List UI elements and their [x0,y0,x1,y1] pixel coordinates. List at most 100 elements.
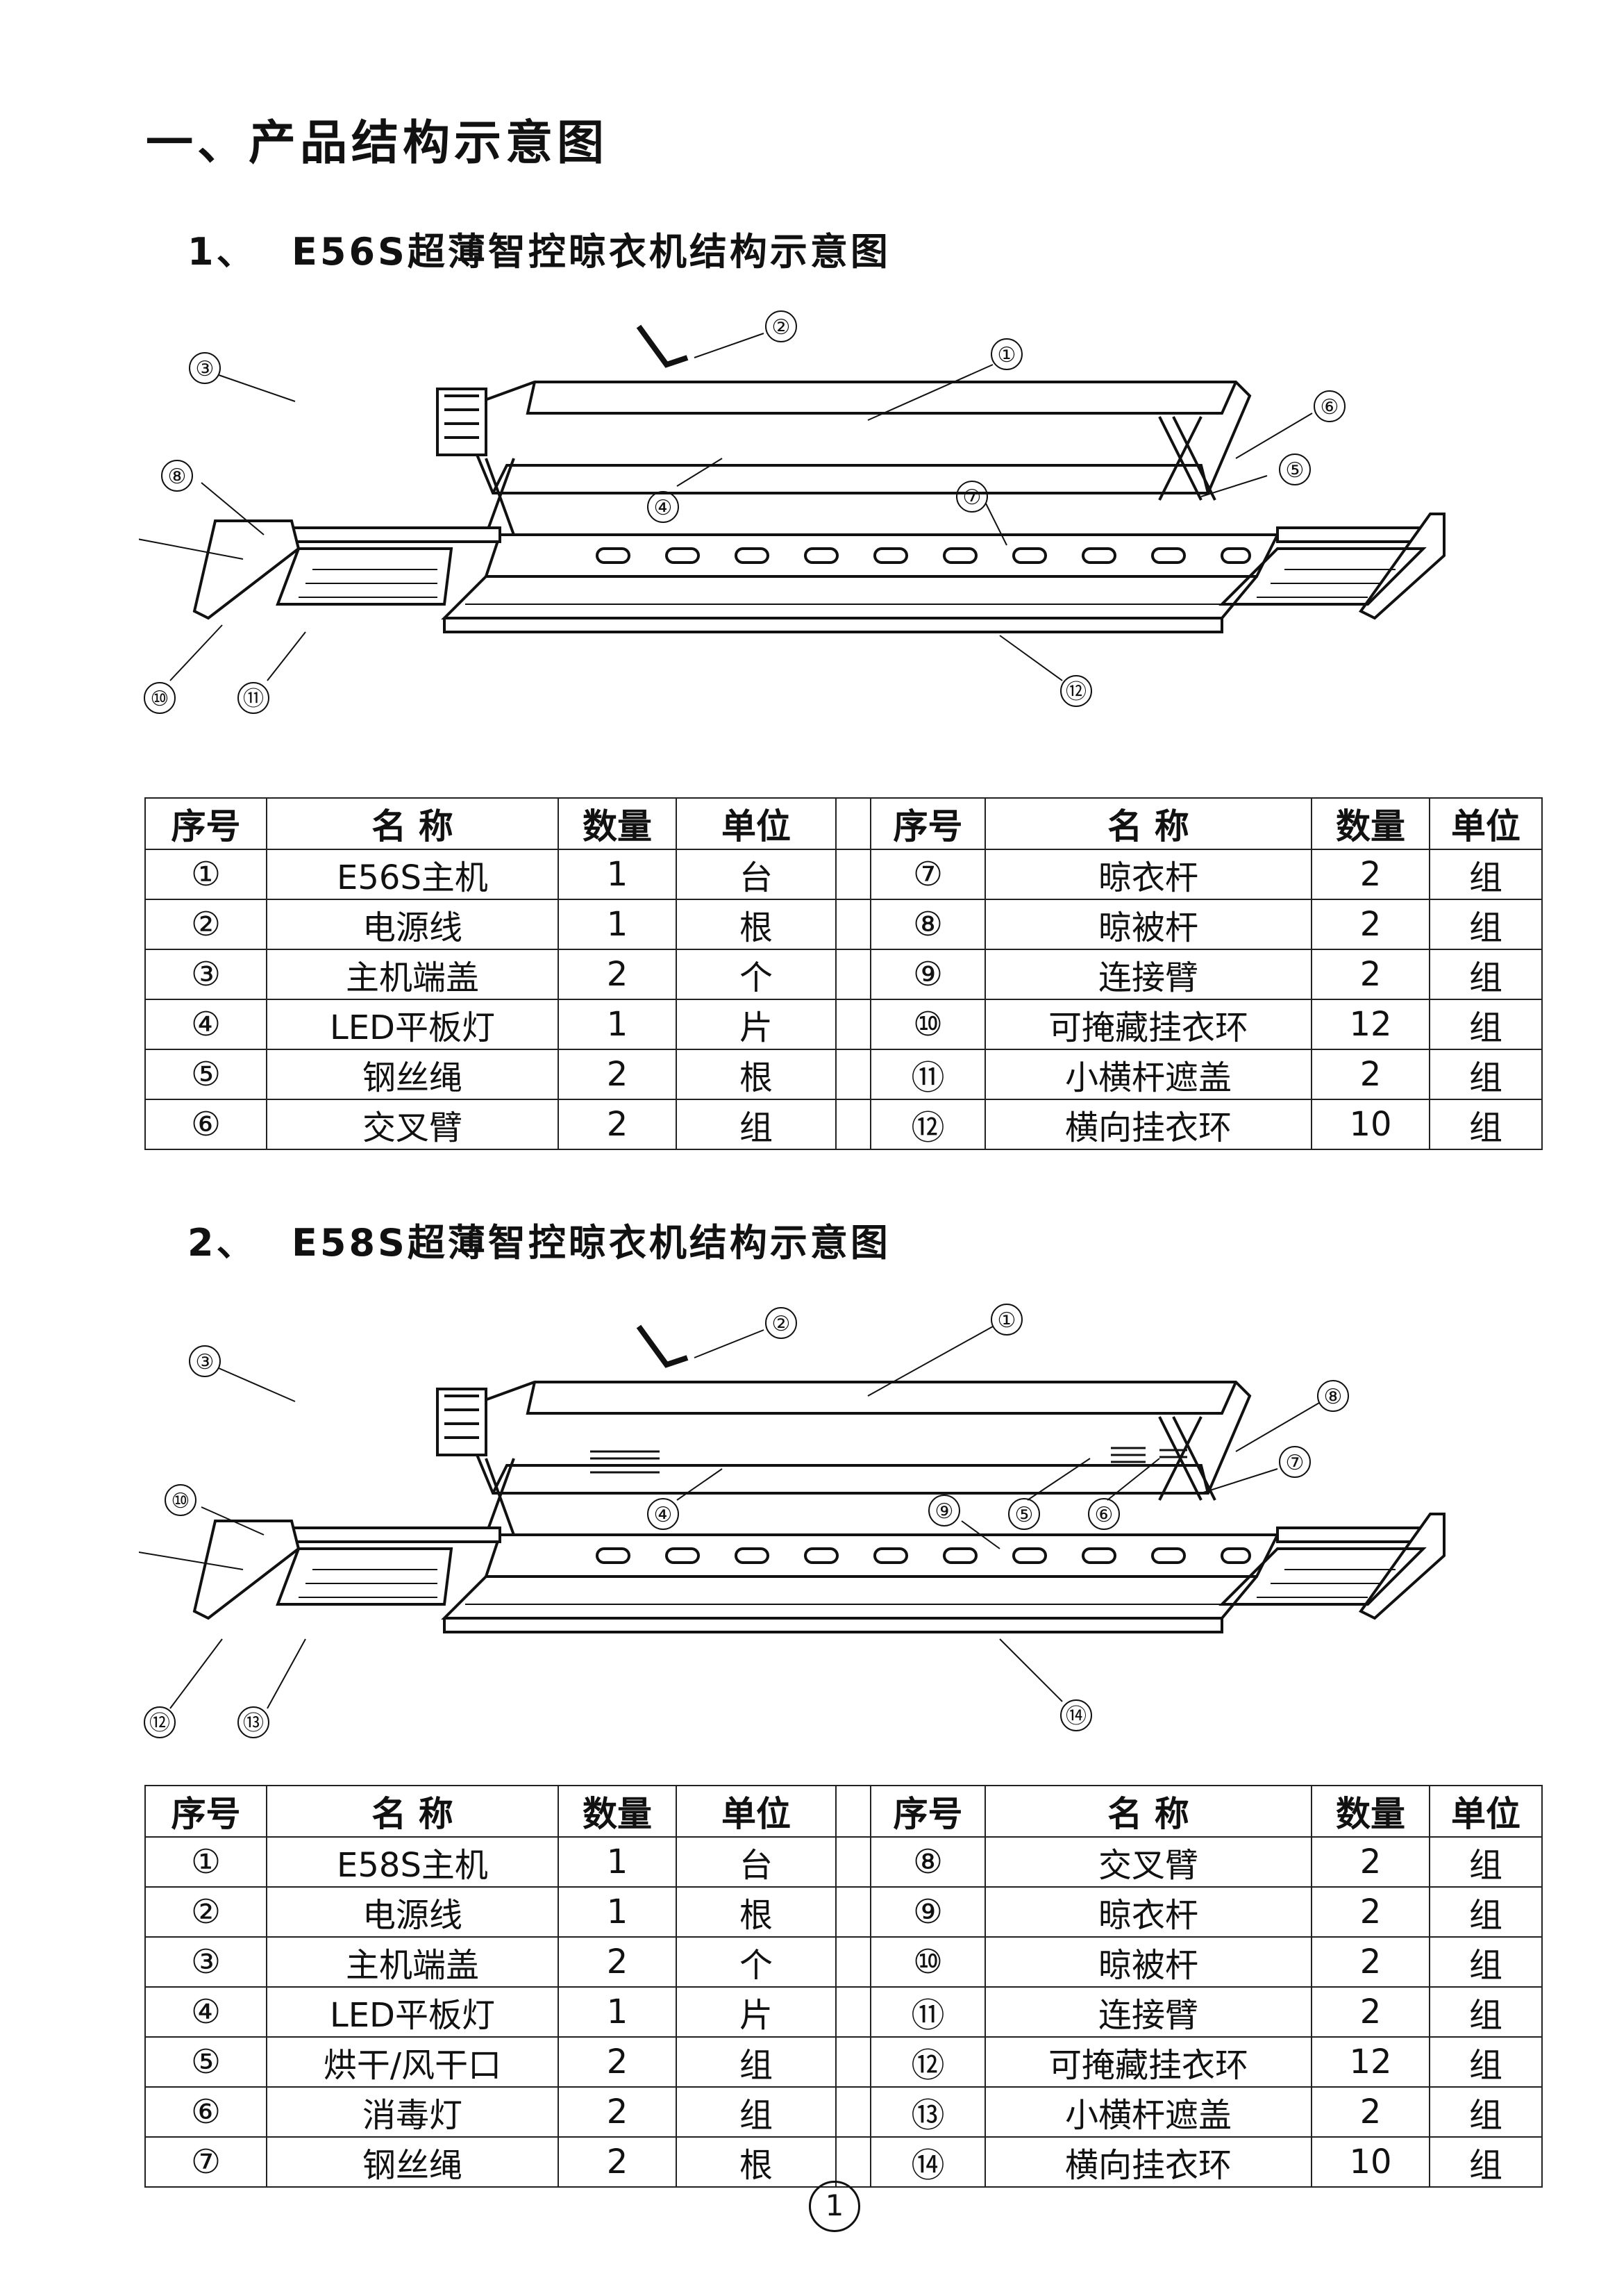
cell-unit: 组 [1429,2036,1543,2088]
cell-name: 烘干/风干口 [266,2036,559,2088]
cell-seq: ⑦ [870,849,986,900]
cell-seq: ⑩ [870,1936,986,1988]
cell-qty: 2 [1311,1886,1430,1938]
cell-seq: ④ [144,999,267,1050]
cell-qty: 2 [558,2136,677,2188]
cell-qty: 12 [1311,2036,1430,2088]
header-qty: 数量 [1311,797,1430,850]
cell-seq: ③ [144,1936,267,1988]
cell-qty: 2 [1311,949,1430,1000]
power-cord-drawing [636,1324,689,1368]
cell-seq: ⑧ [870,1836,986,1888]
cell-seq: ⑭ [870,2136,986,2188]
callout-14: ⑭ [1066,1704,1087,1729]
cell-seq: ⑥ [144,2086,267,2138]
dryer-vents [590,1447,1187,1474]
cell-unit: 组 [676,2036,837,2088]
cell-unit: 组 [1429,1836,1543,1888]
cell-name: 可掩藏挂衣环 [985,2036,1312,2088]
callout-12: ⑫ [149,1711,170,1736]
cell-unit: 组 [1429,1099,1543,1150]
rail-holes [596,547,1251,564]
cell-seq: ① [144,849,267,900]
cell-name: E58S主机 [266,1836,559,1888]
header-seq: 序号 [870,1785,986,1838]
cell-seq: ⑧ [870,899,986,950]
cell-name: 主机端盖 [266,1936,559,1988]
callout-1: ① [998,1308,1016,1333]
header-seq: 序号 [144,797,267,850]
model-1-number: 1、 [187,230,257,274]
callout-5: ⑤ [1286,458,1305,483]
header-name: 名 称 [985,1785,1312,1838]
cell-qty: 2 [558,949,677,1000]
callout-2: ② [772,1312,791,1336]
cell-seq: ⑦ [144,2136,267,2188]
callout-3: ③ [196,357,215,381]
cell-name: 消毒灯 [266,2086,559,2138]
callouts-1: ① ② ③ ④ ⑤ ⑥ ⑦ ⑧ ⑨ ⑩ ⑪ ⑫ [67,310,1346,714]
cell-name: 晾被杆 [985,899,1312,950]
cell-unit: 台 [676,1836,837,1888]
callout-8: ⑧ [1324,1385,1343,1409]
cell-name: 主机端盖 [266,949,559,1000]
cell-name: 电源线 [266,899,559,950]
callout-2: ② [772,315,791,340]
cell-qty: 10 [1311,1099,1430,1150]
rail-holes [596,1547,1251,1564]
cell-qty: 2 [1311,1049,1430,1100]
cell-seq: ⑨ [870,1886,986,1938]
table-header-row: 序号 名 称 数量 单位 序号 名 称 数量 单位 [144,1785,1543,1838]
cell-name: 横向挂衣环 [985,2136,1312,2188]
cell-qty: 2 [1311,2086,1430,2138]
callout-6: ⑥ [1321,395,1339,419]
callout-9: ⑨ [935,1499,954,1524]
drying-rail-drawing [441,533,1280,633]
page-number: 1 [809,2181,860,2232]
cell-unit: 组 [1429,1049,1543,1100]
header-name: 名 称 [266,797,559,850]
cell-qty: 2 [1311,1986,1430,2038]
cell-name: LED平板灯 [266,1986,559,2038]
callout-8: ⑧ [168,465,187,489]
header-name: 名 称 [985,797,1312,850]
cell-name: 交叉臂 [985,1836,1312,1888]
cell-unit: 组 [1429,1986,1543,2038]
callout-7: ⑦ [1286,1451,1305,1475]
cell-qty: 10 [1311,2136,1430,2188]
cell-qty: 2 [558,2086,677,2138]
cell-name: 电源线 [266,1886,559,1938]
header-unit: 单位 [676,797,837,850]
callout-10: ⑩ [151,687,169,711]
right-extension-drawing [1218,1513,1446,1620]
cell-qty: 2 [558,2036,677,2088]
header-name: 名 称 [266,1785,559,1838]
callout-10: ⑩ [171,1489,190,1513]
cell-seq: ⑥ [144,1099,267,1150]
callout-13: ⑬ [243,1711,264,1736]
callout-4: ④ [654,1503,673,1527]
cell-name: 晾被杆 [985,1936,1312,1988]
cell-seq: ⑪ [870,1986,986,2038]
header-unit: 单位 [1429,797,1543,850]
model-2-heading: 2、E58S超薄智控晾衣机结构示意图 [187,1212,891,1267]
header-seq: 序号 [144,1785,267,1838]
cell-qty: 2 [1311,1936,1430,1988]
cell-seq: ⑫ [870,1099,986,1150]
cell-unit: 片 [676,1986,837,2038]
model-2-diagram: ① ② ③ ④ ⑤ ⑥ ⑦ ⑧ ⑨ ⑩ ⑪ ⑫ ⑬ ⑭ [67,1292,1520,1750]
cell-name: 连接臂 [985,1986,1312,2038]
main-unit-drawing [436,381,1252,535]
callout-11: ⑪ [243,687,264,711]
cell-seq: ① [144,1836,267,1888]
drying-rail-drawing [441,1533,1280,1633]
cell-seq: ⑨ [870,949,986,1000]
callout-6: ⑥ [1095,1503,1114,1527]
